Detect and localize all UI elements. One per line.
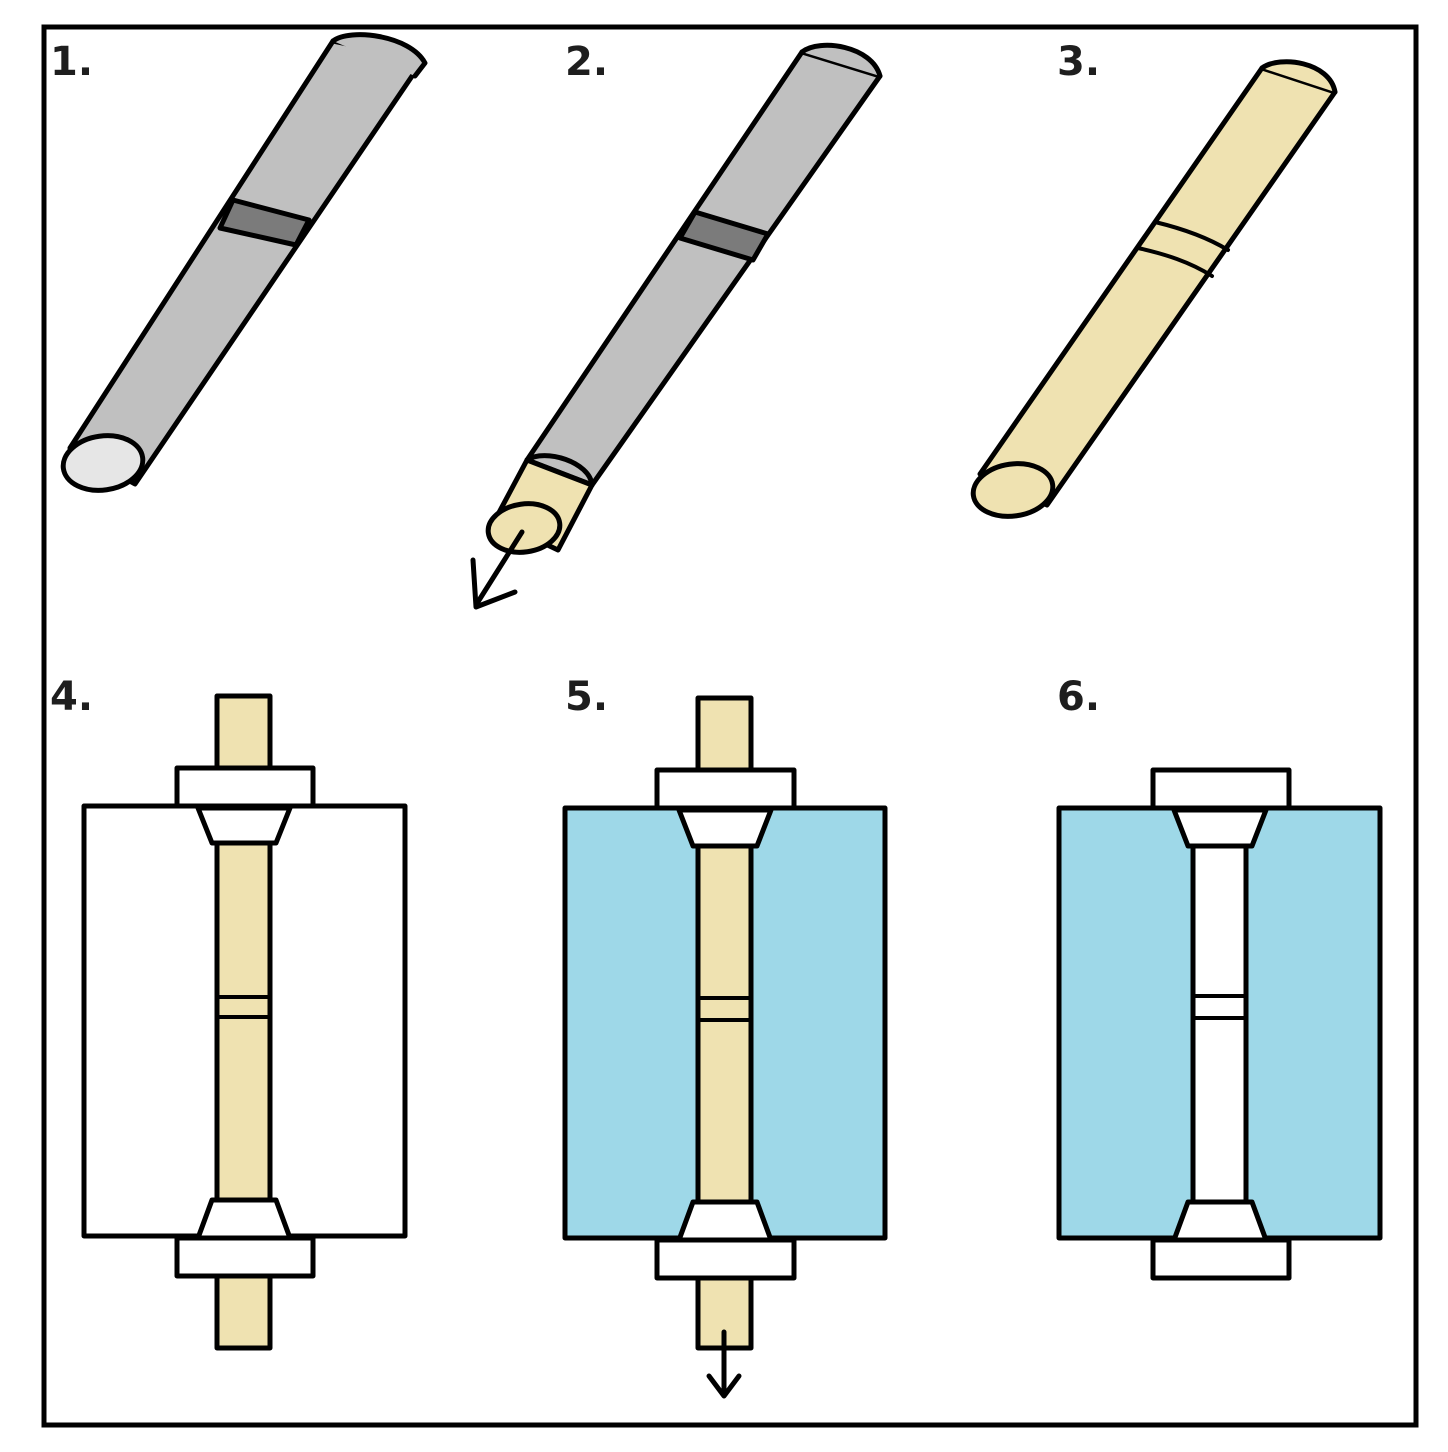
step-4-panel: 4. (50, 674, 408, 1351)
dark-band (217, 197, 312, 248)
gel-column (695, 837, 754, 1213)
tube-top-cap (799, 42, 883, 79)
push-arrow-shaft (473, 529, 525, 608)
bottom-grip (1171, 1199, 1269, 1243)
top-rod (214, 693, 273, 774)
step-3-panel: 3. (970, 39, 1338, 519)
bottom-clamp (654, 1237, 797, 1281)
step-5-panel: 5. (562, 674, 888, 1399)
gel-end-face (970, 461, 1056, 519)
top-grip (676, 807, 774, 849)
step-1-panel: 1. (50, 32, 428, 493)
bottom-grip (676, 1199, 774, 1243)
bottom-rod (214, 1273, 273, 1351)
bottom-clamp (1150, 1237, 1292, 1281)
empty-channel (1190, 837, 1249, 1213)
tube-open-end (60, 433, 146, 493)
gel-end-face (485, 501, 563, 555)
gel-column (214, 835, 273, 1211)
top-grip (1171, 807, 1269, 849)
step-1-label: 1. (50, 39, 93, 85)
bottom-grip (195, 1197, 293, 1241)
tube-top-cap (330, 32, 428, 79)
top-rod (695, 695, 754, 776)
push-arrow-head (470, 557, 518, 610)
step-6-panel: 6. (1056, 674, 1383, 1281)
step-3-gel-cylinder (970, 59, 1338, 519)
step-2-label: 2. (565, 39, 608, 85)
top-clamp (654, 767, 797, 811)
top-clamp (1150, 767, 1292, 811)
top-clamp (174, 765, 316, 809)
step-3-label: 3. (1057, 39, 1100, 85)
dark-band (677, 209, 771, 263)
step-6-label: 6. (1057, 674, 1100, 720)
step-1-gray-tube (60, 32, 428, 493)
step-2-tube-extrusion (470, 42, 883, 610)
step-2-panel: 2. (470, 39, 883, 610)
gel-top-cap (1259, 59, 1338, 95)
top-grip (195, 805, 293, 846)
pull-arrow-head (706, 1373, 742, 1399)
groove-line-upper (1153, 220, 1230, 252)
gel-body (977, 65, 1338, 508)
bottom-clamp (174, 1235, 316, 1279)
groove-line-lower (1136, 246, 1214, 278)
step-4-label: 4. (50, 674, 93, 720)
tube-edge (524, 453, 595, 488)
step-5-label: 5. (565, 674, 608, 720)
